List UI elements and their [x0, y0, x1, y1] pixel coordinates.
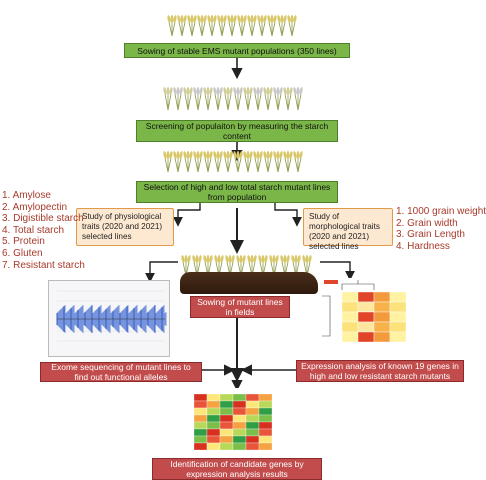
wheat-plant: [247, 15, 257, 37]
expression-box: Expression analysis of known 19 genes in…: [296, 360, 464, 382]
wheat-plant: [257, 15, 267, 37]
wheat-plant: [273, 151, 283, 173]
wheat-plant: [253, 87, 263, 111]
candidate-heatmap-icon: [180, 388, 300, 456]
trait-item: 4. Hardness: [396, 240, 450, 252]
trait-item: 1. Amylose: [2, 190, 51, 201]
wheat-plant: [263, 151, 273, 173]
wheat-plant: [223, 151, 233, 173]
trait-item: 7. Resistant starch: [2, 259, 85, 271]
exome-box: Exome sequencing of mutant lines to find…: [40, 362, 202, 382]
wheat-plant: [163, 151, 173, 173]
screening-text: Screening of populaiton by measuring the…: [145, 121, 329, 141]
wheat-plant: [177, 15, 187, 37]
identification-box: Identification of candidate genes by exp…: [152, 458, 322, 480]
wheat-plant: [187, 15, 197, 37]
wheat-plant: [207, 15, 217, 37]
wheat-plant: [277, 15, 287, 37]
screening-box: Screening of populaiton by measuring the…: [136, 120, 338, 142]
wheat-plant: [293, 151, 303, 173]
wheat-plant: [197, 15, 207, 37]
soil-field-icon: [180, 272, 318, 294]
sowing-stable-text: Sowing of stable EMS mutant populations …: [137, 45, 337, 56]
wheat-plant: [283, 87, 293, 111]
morphological-text: Study of morphological traits (2020 and …: [309, 212, 380, 251]
morphological-trait-list: 1. 1000 grain weight 2. Grain width 3. G…: [396, 206, 486, 252]
morphological-box: Study of morphological traits (2020 and …: [303, 208, 393, 251]
trait-item: 5. Protein: [2, 236, 45, 248]
trait-item: 2. Grain width: [396, 217, 458, 229]
wheat-plant: [213, 151, 223, 173]
sowing-stable-box: Sowing of stable EMS mutant populations …: [124, 43, 350, 58]
wheat-plant: [267, 15, 277, 37]
trait-item: 1. 1000 grain weight: [396, 206, 486, 217]
expression-text: Expression analysis of known 19 genes in…: [301, 361, 459, 381]
wheat-plant: [225, 255, 235, 277]
sequencing-plot-icon: [48, 280, 170, 357]
wheat-plant: [227, 15, 237, 37]
identification-text: Identification of candidate genes by exp…: [170, 459, 304, 479]
wheat-plant: [173, 151, 183, 173]
heatmap-icon: [320, 278, 438, 358]
wheat-plant: [203, 87, 213, 111]
wheat-plant: [181, 255, 191, 277]
sowing-mutant-box: Sowing of mutant lines in fields: [190, 296, 290, 318]
sowing-mutant-text: Sowing of mutant lines in fields: [197, 297, 283, 317]
trait-item: 2. Amylopectin: [2, 201, 68, 213]
physiological-box: Study of physiological traits (2020 and …: [76, 208, 174, 246]
trait-item: 6. Gluten: [2, 247, 43, 259]
wheat-plant: [163, 87, 173, 111]
wheat-plant: [193, 151, 203, 173]
wheat-plant: [237, 15, 247, 37]
wheat-plant: [247, 255, 257, 277]
wheat-plant: [173, 87, 183, 111]
wheat-plant: [203, 151, 213, 173]
wheat-plant: [223, 87, 233, 111]
trait-item: 3. Digistible starch: [2, 213, 84, 225]
wheat-plant: [263, 87, 273, 111]
wheat-plant: [203, 255, 213, 277]
physiological-trait-list: 1. Amylose 2. Amylopectin 3. Digistible …: [2, 190, 85, 271]
selection-text: Selection of high and low total starch m…: [143, 182, 331, 202]
wheat-plant: [193, 87, 203, 111]
trait-item: 4. Total starch: [2, 224, 65, 236]
exome-text: Exome sequencing of mutant lines to find…: [51, 362, 191, 382]
wheat-plant: [287, 15, 297, 37]
trait-item: 3. Grain Length: [396, 229, 465, 241]
wheat-plant: [243, 87, 253, 111]
wheat-plant: [213, 87, 223, 111]
wheat-plant: [217, 15, 227, 37]
wheat-plant: [273, 87, 283, 111]
flow-arrows: [145, 58, 355, 392]
wheat-plant: [183, 151, 193, 173]
wheat-plant: [293, 87, 303, 111]
wheat-plant: [233, 151, 243, 173]
physiological-text: Study of physiological traits (2020 and …: [82, 212, 163, 241]
wheat-plant: [283, 151, 293, 173]
wheat-plant: [233, 87, 243, 111]
selection-box: Selection of high and low total starch m…: [136, 181, 338, 203]
wheat-plant: [167, 15, 177, 37]
wheat-plant: [253, 151, 263, 173]
wheat-plant: [243, 151, 253, 173]
wheat-plant: [183, 87, 193, 111]
